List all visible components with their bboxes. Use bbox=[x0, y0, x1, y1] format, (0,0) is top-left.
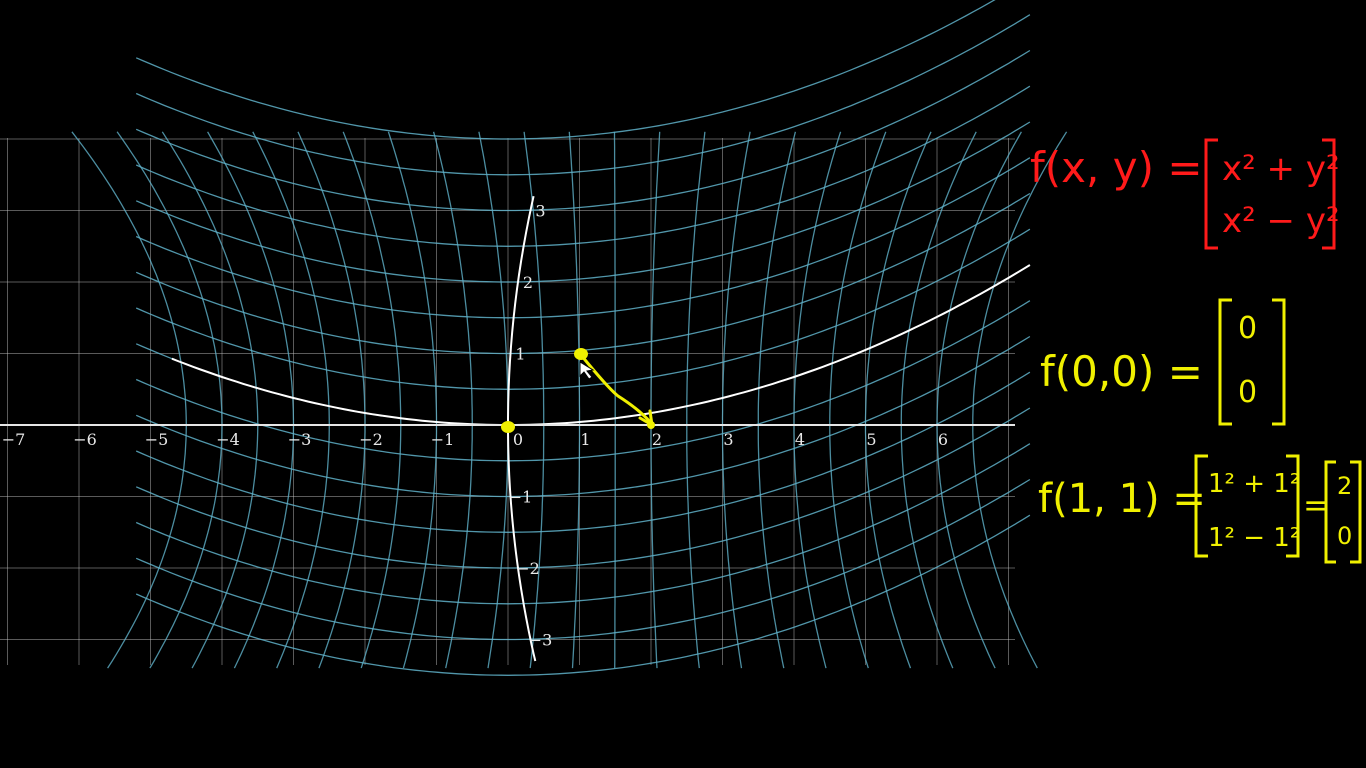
transformed-grid-curve bbox=[523, 131, 545, 669]
transformed-grid-curve bbox=[135, 14, 1031, 176]
result-row-2: 0 bbox=[1337, 522, 1352, 550]
transformed-grid-curve bbox=[252, 131, 330, 669]
left-bracket bbox=[1218, 298, 1232, 426]
transformed-grid-curve bbox=[135, 407, 1031, 569]
x-tick-labels: −7 −6 −5 −4 −3 −2 −1 0 1 2 3 4 5 6 bbox=[2, 430, 948, 449]
x-tick-label: −6 bbox=[73, 430, 97, 449]
function-definition: f(x, y) = x² + y² x² − y² bbox=[1030, 138, 1340, 250]
x-tick-label: 0 bbox=[513, 430, 523, 449]
transformed-grid-curve bbox=[135, 0, 996, 140]
transformed-grid-curve bbox=[900, 131, 977, 669]
mouse-cursor-icon bbox=[579, 361, 595, 380]
vector-row-1: x² + y² bbox=[1222, 149, 1340, 189]
x-tick-label: −1 bbox=[431, 430, 455, 449]
x-tick-label: 4 bbox=[795, 430, 805, 449]
transformed-grid-curve bbox=[650, 131, 661, 669]
transformed-grid-curve bbox=[71, 131, 187, 669]
mid-row-2: 1² − 1² bbox=[1208, 523, 1300, 553]
transformed-grid-curve bbox=[568, 131, 581, 669]
transformed-grid-curve bbox=[972, 131, 1068, 669]
x-tick-label: 2 bbox=[652, 430, 662, 449]
image-point bbox=[647, 421, 655, 429]
y-tick-label: 2 bbox=[523, 273, 533, 292]
function-lhs: f(x, y) = bbox=[1030, 143, 1203, 192]
eval-origin: f(0,0) = 0 0 bbox=[1040, 298, 1286, 426]
vector-row-2: x² − y² bbox=[1222, 201, 1340, 241]
transformed-grid-curve bbox=[207, 131, 295, 669]
result-row-1: 0 bbox=[1238, 311, 1257, 346]
y-tick-label: 3 bbox=[535, 202, 545, 221]
transformed-grid-curve bbox=[721, 131, 751, 669]
x-tick-label: −4 bbox=[216, 430, 240, 449]
transformed-grid-curve bbox=[135, 443, 1031, 605]
left-bracket bbox=[1204, 138, 1218, 250]
right-bracket bbox=[1322, 138, 1336, 250]
left-bracket bbox=[1194, 454, 1208, 558]
transformed-grid-curve bbox=[135, 300, 1031, 462]
right-bracket bbox=[1272, 298, 1286, 426]
transformed-grid-curve bbox=[432, 131, 473, 669]
eval-one-one: f(1, 1) = 1² + 1² 1² − 1² = 2 0 bbox=[1038, 454, 1362, 564]
transformed-grid-curve bbox=[161, 131, 259, 669]
transformed-grid-curve bbox=[864, 131, 932, 669]
x-tick-label: 5 bbox=[866, 430, 876, 449]
y-tick-label: −3 bbox=[529, 631, 553, 650]
transformed-grid-curve bbox=[686, 131, 706, 669]
x-tick-label: −5 bbox=[145, 430, 169, 449]
y-tick-labels: 3 2 1 −1 −2 −3 bbox=[509, 202, 553, 650]
image-of-x-axis bbox=[171, 264, 1031, 426]
transformed-grid-curve bbox=[387, 131, 438, 669]
transformed-grid-curve bbox=[116, 131, 223, 669]
transformed-grid-curve bbox=[135, 49, 1031, 212]
transformed-grid bbox=[71, 0, 1068, 676]
y-tick-label: −2 bbox=[516, 559, 540, 578]
transformed-grid-curve bbox=[135, 371, 1031, 533]
y-tick-label: −1 bbox=[509, 488, 533, 507]
right-bracket bbox=[1350, 460, 1362, 564]
transformed-grid-curve bbox=[342, 131, 402, 669]
transformed-grid-curve bbox=[135, 228, 1031, 390]
eval-one-lhs: f(1, 1) = bbox=[1038, 476, 1206, 522]
result-row-2: 0 bbox=[1238, 375, 1257, 410]
transformed-grid-curve bbox=[135, 157, 1031, 319]
origin-point bbox=[501, 421, 515, 433]
transformed-grid-curve bbox=[613, 131, 616, 669]
mid-row-1: 1² + 1² bbox=[1208, 469, 1300, 499]
eval-origin-lhs: f(0,0) = bbox=[1040, 347, 1203, 396]
result-row-1: 2 bbox=[1337, 472, 1352, 500]
left-bracket bbox=[1324, 460, 1336, 564]
transformed-grid-curve bbox=[829, 131, 887, 669]
x-tick-label: −3 bbox=[288, 430, 312, 449]
transformed-grid-curve bbox=[135, 478, 1031, 641]
mapping-arrow bbox=[501, 348, 655, 433]
transformed-grid-curve bbox=[135, 121, 1031, 283]
x-tick-label: −7 bbox=[2, 430, 26, 449]
transformed-grid-curve bbox=[793, 131, 842, 669]
x-tick-label: −2 bbox=[359, 430, 383, 449]
transformed-grid-curve bbox=[757, 131, 797, 669]
transformed-grid-curve bbox=[135, 85, 1031, 247]
transformed-grid-curve bbox=[135, 335, 1031, 498]
x-tick-label: 6 bbox=[938, 430, 948, 449]
x-tick-label: 1 bbox=[580, 430, 590, 449]
arrow-shaft bbox=[579, 353, 653, 425]
transformed-grid-curve bbox=[936, 131, 1022, 669]
x-tick-label: 3 bbox=[723, 430, 733, 449]
right-bracket bbox=[1286, 454, 1300, 558]
transformed-grid-curve bbox=[297, 131, 366, 669]
plot-area: −7 −6 −5 −4 −3 −2 −1 0 1 2 3 4 5 6 3 2 1 −1 −2 −3 bbox=[0, 0, 1068, 676]
y-tick-label: 1 bbox=[515, 345, 525, 364]
